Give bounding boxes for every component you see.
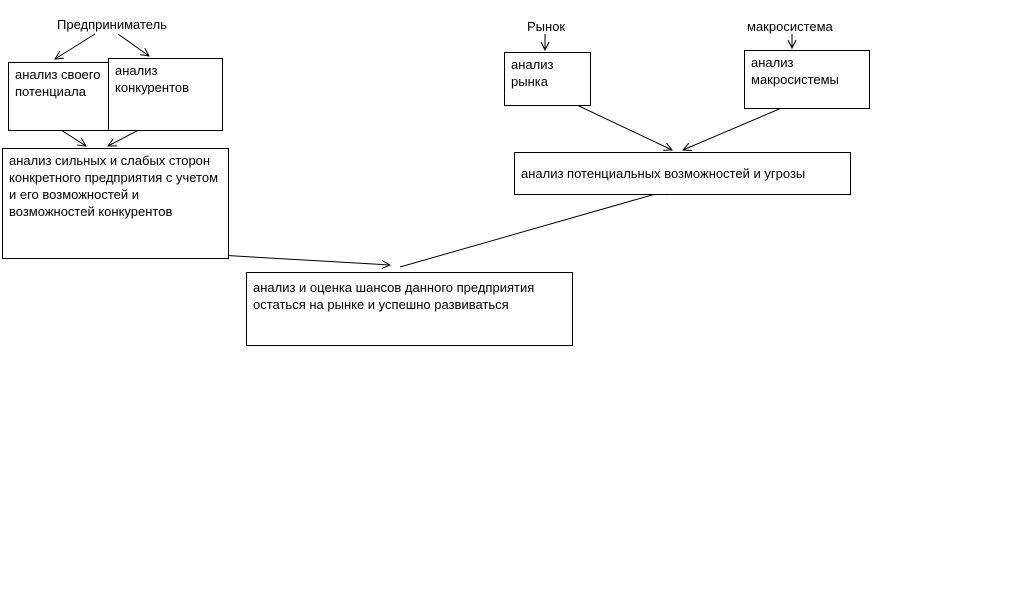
arrow-entrepreneur-to-own-potential xyxy=(55,33,96,59)
box-chance-assessment: анализ и оценка шансов данного предприят… xyxy=(246,272,573,346)
box-competitors-analysis: анализ конкурентов xyxy=(108,58,223,131)
box-own-potential-analysis: анализ своего потенциала xyxy=(8,62,111,131)
arrow-entrepreneur-to-competitors xyxy=(117,33,149,56)
label-entrepreneur: Предприниматель xyxy=(57,17,167,32)
box-macrosystem-analysis: анализ макросистемы xyxy=(744,50,870,109)
label-macrosystem: макросистема xyxy=(747,19,833,34)
label-market: Рынок xyxy=(527,19,566,34)
arrow-chance-assessment-to-opportunities xyxy=(399,189,673,268)
box-market-analysis: анализ рынка xyxy=(504,52,591,106)
box-opportunities-threats-analysis: анализ потенциальных возможностей и угро… xyxy=(514,152,851,195)
box-strengths-weaknesses-analysis: анализ сильных и слабых сторон конкретно… xyxy=(2,148,229,259)
